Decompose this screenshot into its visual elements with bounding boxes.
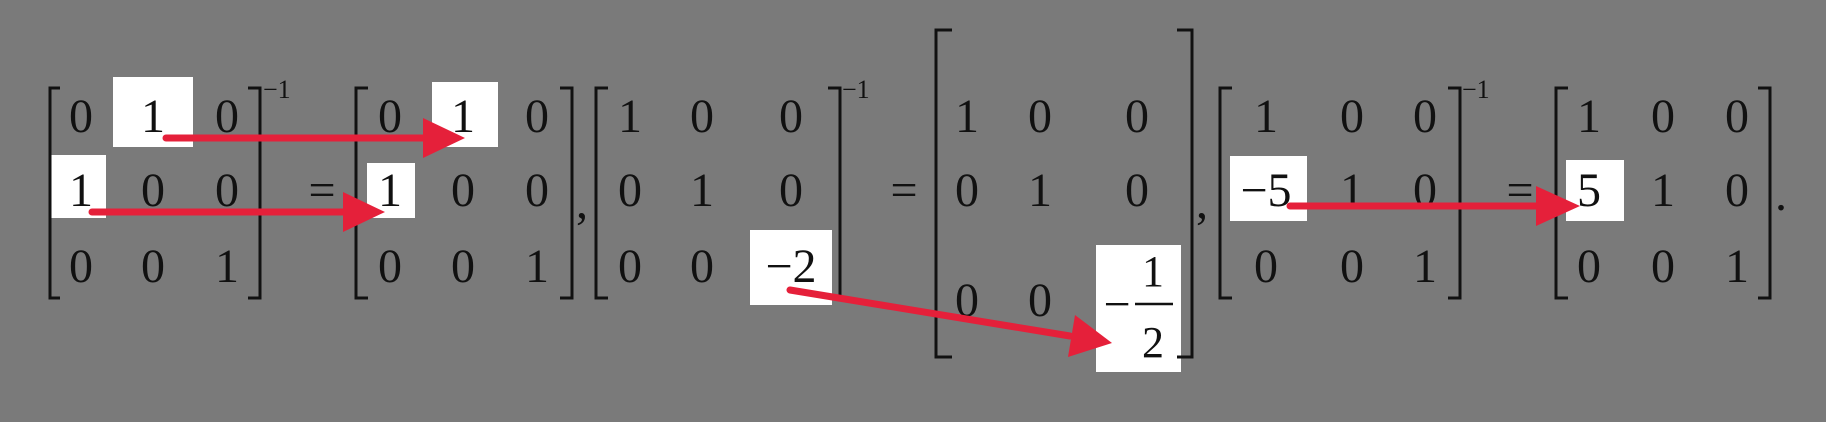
arrow-eq3-middle	[1286, 186, 1580, 226]
bracket-left-eq3-lhs	[1218, 86, 1232, 300]
highlight-box-eq3-lhs-r2c1	[1230, 156, 1307, 221]
equation-1: 0 1 0 1 0 0 0 0 1 −1 = 0 1 0 1 0 0 0 0 1…	[69, 75, 588, 293]
matrix-cell: 1	[215, 240, 239, 293]
matrix-cell: 0	[1651, 240, 1675, 293]
fraction-sign: −	[1103, 278, 1130, 331]
bracket-right-eq2-rhs	[1177, 28, 1194, 359]
matrix-cell: 0	[215, 164, 239, 217]
separator-period: .	[1775, 168, 1787, 221]
matrix-eq1-rhs: 0 1 0 1 0 0 0 0 1	[378, 90, 549, 293]
matrix-cell: 1	[1254, 90, 1278, 143]
matrix-cell: 1	[1725, 240, 1749, 293]
matrix-cell: 0	[451, 240, 475, 293]
bracket-left-eq2-rhs	[934, 28, 952, 359]
bracket-left-eq1-lhs	[48, 86, 60, 300]
matrix-cell: 1	[1651, 164, 1675, 217]
bracket-right-eq1-lhs	[248, 86, 262, 300]
fraction-negative-one-half: − 1 2	[1103, 247, 1173, 367]
matrix-cell: −5	[1240, 164, 1291, 217]
arrow-eq1-top	[162, 118, 465, 158]
bracket-right-eq3-rhs	[1758, 86, 1772, 300]
equals-sign: =	[890, 164, 917, 217]
separator-comma: ,	[1196, 176, 1208, 229]
matrix-cell: 0	[378, 240, 402, 293]
fraction-numerator: 1	[1142, 247, 1164, 296]
inverse-superscript: −1	[263, 75, 291, 104]
bracket-right-eq3-lhs	[1448, 86, 1462, 300]
matrix-eq3-lhs: 1 0 0 −5 1 0 0 0 1	[1240, 90, 1437, 293]
bracket-left-eq1-rhs	[354, 86, 368, 300]
brackets	[48, 28, 1772, 359]
matrix-cell: 0	[451, 164, 475, 217]
matrix-eq2-rhs: 1 0 0 0 1 0 0 0 − 1 2	[955, 90, 1173, 367]
separator-comma: ,	[576, 176, 588, 229]
matrix-eq2-lhs: 1 0 0 0 1 0 0 0 −2	[618, 90, 817, 293]
matrix-cell: 0	[1340, 90, 1364, 143]
matrix-cell: 0	[1028, 90, 1052, 143]
matrix-cell: 0	[525, 90, 549, 143]
matrix-cell: 0	[779, 90, 803, 143]
bracket-left-eq3-rhs	[1554, 86, 1568, 300]
matrix-cell: 1	[378, 164, 402, 217]
matrix-cell: 1	[141, 90, 165, 143]
matrix-cell: 0	[1413, 90, 1437, 143]
matrix-cell: −2	[765, 240, 816, 293]
matrix-cell: 0	[1340, 240, 1364, 293]
arrow-eq1-middle	[88, 192, 385, 232]
matrix-cell: 0	[141, 164, 165, 217]
matrix-cell: 0	[69, 90, 93, 143]
matrix-cell: 0	[690, 240, 714, 293]
matrix-cell: 0	[525, 164, 549, 217]
matrix-cell: 1	[618, 90, 642, 143]
matrix-cell: 1	[1413, 240, 1437, 293]
inverse-superscript: −1	[842, 75, 870, 104]
matrix-cell: 1	[69, 164, 93, 217]
matrix-cell: 0	[618, 240, 642, 293]
bracket-right-eq1-rhs	[560, 86, 574, 300]
equals-sign: =	[308, 164, 335, 217]
fraction-denominator: 2	[1142, 318, 1164, 367]
matrix-cell: 0	[1577, 240, 1601, 293]
matrix-cell: 0	[618, 164, 642, 217]
matrix-cell: 0	[1254, 240, 1278, 293]
equation-2: 1 0 0 0 1 0 0 0 −2 −1 = 1 0 0 0 1 0 0 0 …	[618, 75, 1208, 367]
matrix-cell: 1	[690, 164, 714, 217]
inverse-superscript: −1	[1462, 75, 1490, 104]
highlight-boxes	[51, 77, 1624, 372]
matrix-cell: 0	[1125, 164, 1149, 217]
bracket-left-eq2-lhs	[594, 86, 608, 300]
matrix-eq1-lhs: 0 1 0 1 0 0 0 0 1	[69, 90, 239, 293]
matrix-cell: 0	[690, 90, 714, 143]
arrows	[88, 118, 1580, 357]
matrix-cell: 1	[1028, 164, 1052, 217]
equation-3: 1 0 0 −5 1 0 0 0 1 −1 = 1 0 0 5 1 0 0 0 …	[1240, 75, 1787, 293]
matrix-cell: 0	[378, 90, 402, 143]
matrix-cell: 1	[955, 90, 979, 143]
highlight-box-eq3-rhs-r2c1	[1566, 160, 1624, 221]
matrix-cell: 0	[1125, 90, 1149, 143]
matrix-cell: 0	[141, 240, 165, 293]
matrix-cell: 0	[779, 164, 803, 217]
matrix-cell: 0	[1725, 90, 1749, 143]
matrix-cell: 0	[1028, 274, 1052, 327]
matrix-cell: 0	[215, 90, 239, 143]
matrix-cell: 5	[1577, 164, 1601, 217]
matrix-cell: 0	[1651, 90, 1675, 143]
arrow-eq2-diagonal	[786, 286, 1112, 357]
matrix-eq3-rhs: 1 0 0 5 1 0 0 0 1	[1577, 90, 1749, 293]
highlight-box-eq1-lhs-r2c1	[51, 155, 106, 218]
matrix-cell: 0	[955, 164, 979, 217]
highlight-box-eq2-rhs-fraction	[1096, 245, 1181, 372]
matrix-cell: 0	[1725, 164, 1749, 217]
matrix-cell: 1	[1577, 90, 1601, 143]
matrix-cell: 1	[525, 240, 549, 293]
matrix-cell: 0	[69, 240, 93, 293]
